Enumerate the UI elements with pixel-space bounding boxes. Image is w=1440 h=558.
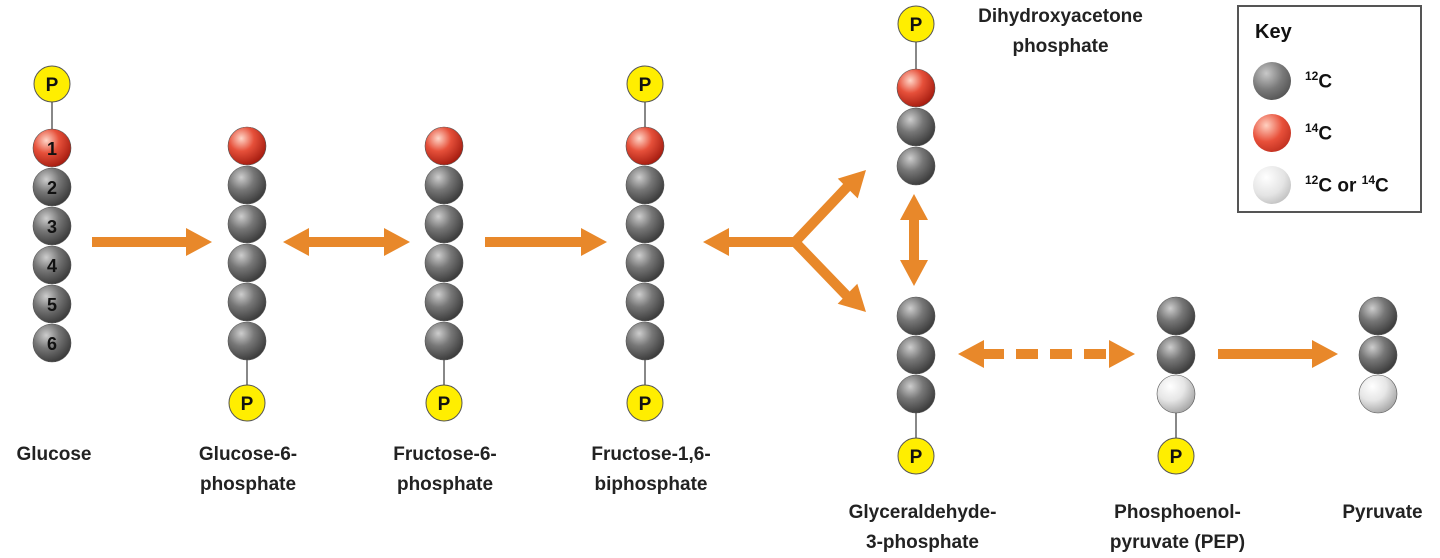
arrowhead: [1312, 340, 1338, 368]
g3p-label: Glyceraldehyde-3-phosphate: [848, 502, 997, 553]
key-item-carbon-12-or-14: 12C or 14C: [1253, 165, 1389, 205]
arrowhead: [900, 194, 928, 220]
carbon-number-label: 5: [47, 295, 57, 315]
arrowhead: [384, 228, 410, 256]
arrowhead: [958, 340, 984, 368]
phosphate-group: [897, 437, 935, 475]
carbon-12-atom: [1358, 335, 1398, 375]
reaction-arrows: [92, 170, 1338, 368]
carbon-12-atom: [896, 146, 936, 186]
carbon-number-label: 1: [47, 139, 57, 159]
carbon-12-atom: [32, 206, 72, 246]
arrowhead: [837, 283, 866, 312]
phosphate-group: [1157, 437, 1195, 475]
carbon-12-atom: [625, 282, 665, 322]
carbon-number-label: 2: [47, 178, 57, 198]
carbon-12-atom: [227, 321, 267, 361]
f6p-label: Fructose-6-phosphate: [393, 444, 497, 495]
arrowhead: [581, 228, 607, 256]
phosphate-group: [425, 384, 463, 422]
carbon-12-atom: [32, 323, 72, 363]
carbon-12-atom: [1156, 296, 1196, 336]
carbon-14-atom: [896, 68, 936, 108]
arrowhead: [703, 228, 729, 256]
carbon-12-or-14-ball-icon: [1253, 166, 1291, 204]
carbon-12-atom: [625, 321, 665, 361]
arrowhead: [283, 228, 309, 256]
carbon-number-label: 6: [47, 334, 57, 354]
phosphate-symbol: P: [241, 394, 254, 415]
carbon-12-atom: [896, 335, 936, 375]
phosphate-symbol: P: [639, 75, 652, 96]
carbon-12-atom: [625, 204, 665, 244]
phosphate-symbol: P: [910, 447, 923, 468]
carbon-number-label: 3: [47, 217, 57, 237]
carbon-12-atom: [424, 165, 464, 205]
arrow-split-to-g3p: [791, 238, 852, 301]
phosphate-group: [626, 384, 664, 422]
carbon-14-atom: [32, 128, 72, 168]
g6p-label: Glucose-6-phosphate: [198, 444, 298, 495]
carbon-12-atom: [625, 243, 665, 283]
phosphate-symbol: P: [910, 15, 923, 36]
arrowhead: [837, 170, 866, 199]
phosphate-group: [33, 65, 71, 103]
phosphate-group: [626, 65, 664, 103]
carbon-12-atom: [424, 204, 464, 244]
carbon-12-atom: [32, 167, 72, 207]
carbon-12-or-14-atom: [1358, 374, 1398, 414]
carbon-12-atom: [32, 245, 72, 285]
phosphate-symbol: P: [438, 394, 451, 415]
key-item-carbon-14: 14C: [1253, 113, 1332, 153]
carbon-12-atom: [424, 243, 464, 283]
arrowhead: [900, 260, 928, 286]
phosphate-symbol: P: [1170, 447, 1183, 468]
carbon-14-atom: [625, 126, 665, 166]
key-title: Key: [1255, 21, 1292, 43]
carbon-12-atom: [227, 165, 267, 205]
carbon-12-atom: [227, 282, 267, 322]
glucose-label: Glucose: [16, 444, 92, 465]
carbon-12-atom: [625, 165, 665, 205]
key-legend: Key 12C 14C 12C or 14C: [1237, 5, 1422, 213]
phosphate-bonds: [51, 24, 1177, 456]
carbon-number-label: 4: [47, 256, 57, 276]
carbon-12-atom: [896, 107, 936, 147]
carbon-12-atom: [227, 243, 267, 283]
carbon-12-or-14-atom: [1156, 374, 1196, 414]
pyruvate-label: Pyruvate: [1342, 502, 1423, 523]
carbon-12-atom: [227, 204, 267, 244]
arrowhead: [186, 228, 212, 256]
arrowhead: [1109, 340, 1135, 368]
carbon-12-atom: [1358, 296, 1398, 336]
key-item-carbon-12: 12C: [1253, 61, 1332, 101]
carbon-12-atom: [424, 321, 464, 361]
carbon-12-ball-icon: [1253, 62, 1291, 100]
carbon-12-atom: [896, 374, 936, 414]
phosphate-group: [897, 5, 935, 43]
carbon-14-atom: [424, 126, 464, 166]
carbon-14-ball-icon: [1253, 114, 1291, 152]
carbon-12-atom: [424, 282, 464, 322]
carbon-12-atom: [32, 284, 72, 324]
phosphate-symbol: P: [46, 75, 59, 96]
phosphate-group: [228, 384, 266, 422]
carbon-12-atom: [1156, 335, 1196, 375]
carbon-14-atom: [227, 126, 267, 166]
carbon-12-atom: [896, 296, 936, 336]
phosphate-symbol: P: [639, 394, 652, 415]
pep-label: Phosphoenol-pyruvate (PEP): [1109, 502, 1246, 553]
arrow-split-to-dhap: [791, 182, 852, 246]
f16bp-label: Fructose-1,6-biphosphate: [591, 444, 711, 495]
